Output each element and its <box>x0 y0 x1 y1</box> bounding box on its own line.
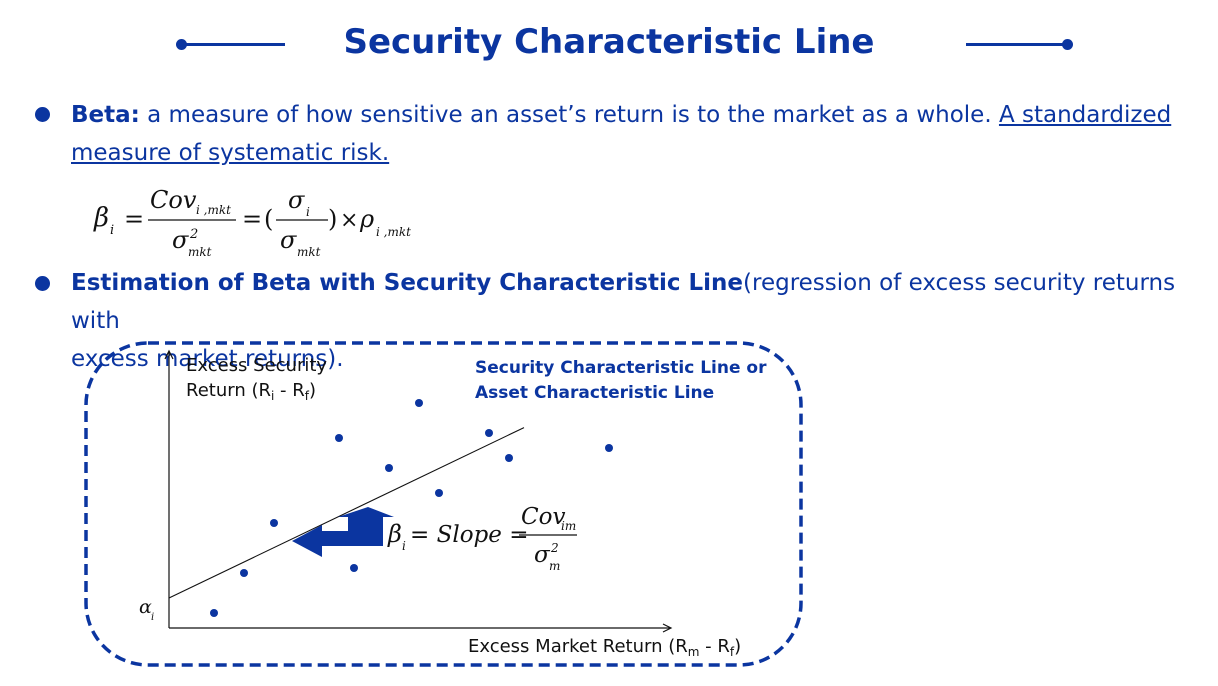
bullet-dot-estimation <box>35 276 50 291</box>
scatter-points <box>210 399 613 617</box>
y-axis-label-line2: Return (Ri - Rf) <box>186 380 316 403</box>
slope-arrow-icon <box>292 507 394 557</box>
beta-definition-text: a measure of how sensitive an asset’s re… <box>139 102 999 128</box>
formula-beta-subscript: i <box>110 223 114 238</box>
formula-rho-subscript: i ,mkt <box>376 225 411 239</box>
line-label-1: Security Characteristic Line or <box>475 358 767 378</box>
formula-equals: = <box>124 205 144 233</box>
formula-sigma-mkt: σ <box>280 226 297 254</box>
formula-sigma: σ <box>172 226 189 254</box>
formula-sigma-subscript: mkt <box>188 245 212 259</box>
dashed-frame <box>84 341 803 667</box>
scatter-point-2 <box>240 569 248 577</box>
formula-times: × <box>340 208 358 233</box>
y-axis-label-line1: Excess Security <box>186 355 327 376</box>
formula-cov-subscript: i ,mkt <box>196 203 231 217</box>
scatter-point-10 <box>505 454 513 462</box>
y-axis-arrow-icon <box>164 349 174 360</box>
slope-sigma-superscript: 2 <box>550 541 559 555</box>
characteristic-line <box>168 427 525 599</box>
formula-rho: ρ <box>359 205 374 233</box>
scatter-point-3 <box>270 519 278 527</box>
scatter-point-8 <box>415 399 423 407</box>
title-decoration-line-right <box>966 43 1068 46</box>
beta-formula: β i = Cov i ,mkt σ 2 mkt = ( σ i σ mkt )… <box>93 186 411 259</box>
formula-paren-open: ( <box>264 205 273 233</box>
scatter-point-7 <box>435 489 443 497</box>
beta-definition: Beta: a measure of how sensitive an asse… <box>71 96 1201 172</box>
alpha-symbol: α <box>139 596 152 618</box>
formula-equals-2: = <box>242 205 262 233</box>
formula-sigma-superscript: 2 <box>189 227 198 242</box>
slope-sigma-subscript: m <box>549 559 560 573</box>
x-axis-arrow-icon <box>662 623 673 633</box>
x-axis-label: Excess Market Return (Rm - Rf) <box>468 636 741 659</box>
formula-sigma-i: σ <box>288 186 305 214</box>
formula-beta-symbol: β <box>93 203 109 233</box>
estimation-term: Estimation of Beta with Security Charact… <box>71 270 744 296</box>
title-decoration-dot-right <box>1062 39 1073 50</box>
estimation-text-line2: excess market returns). <box>71 346 344 372</box>
formula-paren-close: ) <box>328 205 337 233</box>
slope-cov-subscript: im <box>561 519 576 533</box>
scatter-point-6 <box>385 464 393 472</box>
scatter-point-9 <box>485 429 493 437</box>
line-label-2: Asset Characteristic Line <box>475 383 714 403</box>
scatter-point-5 <box>350 564 358 572</box>
formula-sigma-mkt-subscript: mkt <box>297 245 321 259</box>
formula-sigma-i-subscript: i <box>306 205 310 219</box>
alpha-subscript: i <box>151 612 154 623</box>
scatter-point-4 <box>335 434 343 442</box>
formula-cov: Cov <box>150 186 197 214</box>
slope-sigma: σ <box>534 542 551 568</box>
page-title: Security Characteristic Line <box>343 22 875 62</box>
scatter-point-1 <box>210 609 218 617</box>
estimation-text: Estimation of Beta with Security Charact… <box>71 264 1211 378</box>
beta-term: Beta: <box>71 102 140 128</box>
bullet-dot-beta <box>35 107 50 122</box>
beta-underlined-part2: measure of systematic risk. <box>71 140 390 166</box>
beta-underlined-part1: A standardized <box>998 102 1172 128</box>
slope-cov: Cov <box>521 504 565 530</box>
scatter-point-11 <box>605 444 613 452</box>
estimation-text-line1: (regression of excess security returns w… <box>71 270 1176 334</box>
title-decoration-line-left <box>180 43 285 46</box>
slope-beta-subscript: i <box>402 539 406 553</box>
slope-beta: β <box>387 520 402 548</box>
slope-equation: = Slope = <box>410 522 528 548</box>
